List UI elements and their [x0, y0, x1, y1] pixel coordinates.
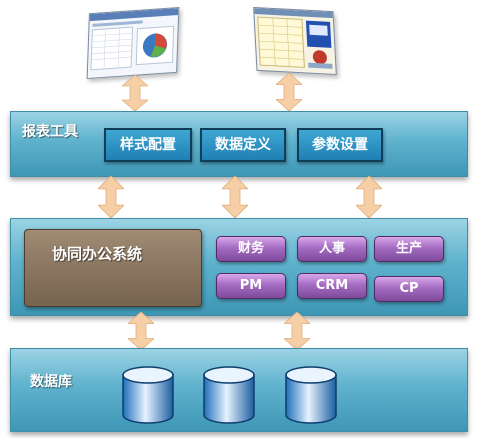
double-arrow-icon [98, 176, 124, 218]
report-screenshot-2-image [254, 8, 333, 69]
database-cylinder-icon [121, 366, 175, 424]
reporting-tools-title: 报表工具 [22, 124, 78, 140]
double-arrow-icon [128, 312, 154, 350]
module-cp[interactable]: CP [374, 276, 444, 302]
double-arrow-icon [356, 176, 382, 218]
module-crm[interactable]: CRM [297, 273, 367, 299]
module-pm[interactable]: PM [216, 273, 286, 299]
report-screenshot-1-image [89, 8, 179, 71]
module-hr[interactable]: 人事 [297, 236, 367, 262]
office-system-title: 协同办公系统 [52, 245, 143, 263]
module-finance[interactable]: 财务 [216, 236, 286, 262]
style-config-button[interactable]: 样式配置 [104, 128, 192, 162]
double-arrow-icon [122, 75, 148, 111]
database-cylinder-icon [202, 366, 256, 424]
module-production[interactable]: 生产 [374, 236, 444, 262]
parameter-settings-button[interactable]: 参数设置 [297, 128, 383, 162]
double-arrow-icon [284, 312, 310, 350]
data-definition-button[interactable]: 数据定义 [200, 128, 286, 162]
report-screenshot-1 [86, 6, 180, 80]
reporting-tools-layer [10, 111, 468, 177]
double-arrow-icon [222, 176, 248, 218]
database-title: 数据库 [30, 374, 72, 390]
double-arrow-icon [276, 73, 302, 111]
report-screenshot-2 [253, 6, 337, 76]
database-cylinder-icon [284, 366, 338, 424]
office-system-panel [24, 229, 202, 307]
